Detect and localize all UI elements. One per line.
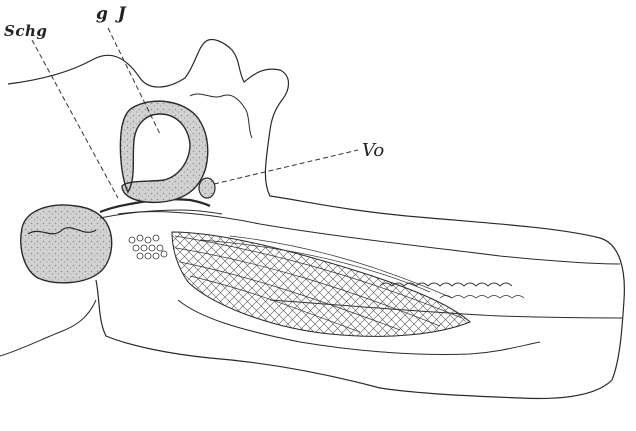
- lower-fold-outline: [0, 300, 96, 356]
- vo-leader: [214, 150, 358, 184]
- crescent-ganglion: [120, 101, 207, 202]
- label-gj: g J: [96, 4, 128, 24]
- label-vo: Vo: [362, 140, 384, 161]
- scalloped-row-lower: [440, 296, 524, 299]
- vo-organ: [199, 178, 215, 198]
- left-ganglion: [21, 205, 112, 283]
- label-schg: Schg: [4, 22, 47, 40]
- cell-cluster: [129, 235, 167, 259]
- schg-leader: [32, 40, 118, 198]
